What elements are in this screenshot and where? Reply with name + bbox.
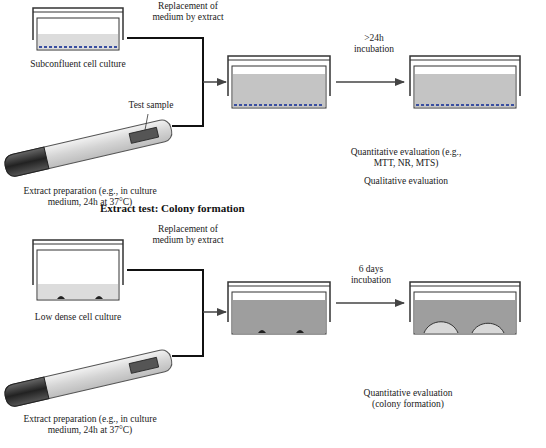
step-label: Extract preparation (e.g., in culture me…	[10, 414, 170, 435]
culture-dish	[33, 240, 123, 300]
step-label: Subconfluent cell culture	[22, 59, 134, 70]
incubation-arrow	[336, 302, 404, 304]
extract-tube	[3, 348, 174, 408]
incubation-arrow	[336, 81, 404, 83]
step-label: >24h incubation	[343, 33, 405, 54]
leader-line	[145, 114, 148, 130]
bracket	[127, 270, 226, 356]
culture-dish	[228, 282, 330, 334]
step-label: Qualitative evaluation	[355, 176, 457, 187]
section-heading: Extract test: Colony formation	[100, 202, 320, 214]
step-label: Low dense cell culture	[22, 312, 134, 323]
culture-dish	[33, 8, 123, 50]
step-label: Replacement of medium by extract	[148, 1, 228, 22]
extract-tube	[3, 118, 174, 178]
culture-dish	[410, 56, 520, 108]
step-label: Quantitative evaluation (colony formatio…	[350, 388, 466, 409]
step-label: Test sample	[124, 100, 178, 111]
culture-dish	[410, 282, 520, 334]
step-label: Replacement of medium by extract	[148, 224, 228, 245]
step-label: Quantitative evaluation (e.g., MTT, NR, …	[345, 147, 467, 168]
step-label: 6 days incubation	[340, 264, 402, 285]
culture-dish	[228, 56, 330, 108]
bracket	[127, 38, 226, 126]
